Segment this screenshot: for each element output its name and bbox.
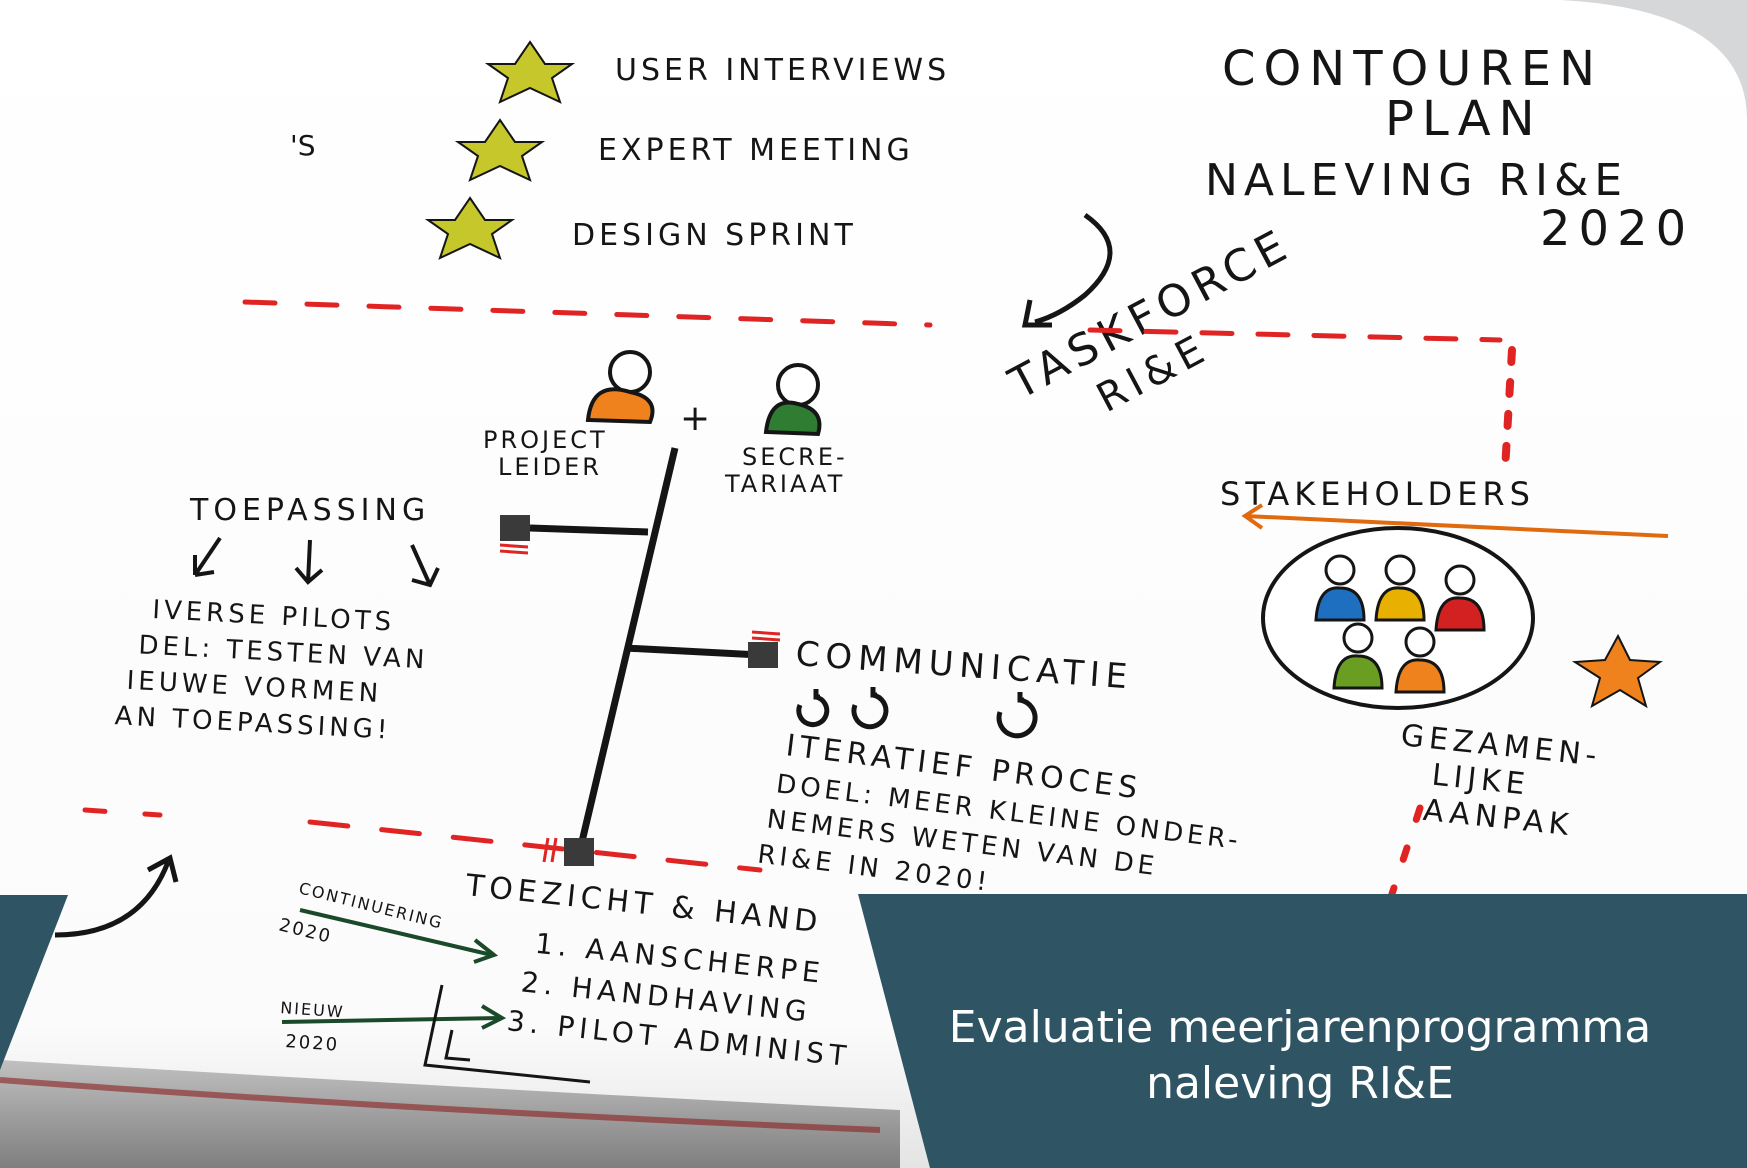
arrowhead-icon [1021,299,1052,328]
program-tree [529,447,761,851]
title-line: PLAN [1385,91,1543,147]
person-icon [1314,554,1366,622]
star-icon [484,40,576,104]
person-icon [763,400,822,437]
caption-title: Evaluatie meerjarenprogramma naleving RI… [900,1000,1700,1112]
red-marks [542,837,558,863]
paper-edge-shadow [0,1060,900,1168]
people-group [1314,554,1486,694]
role-label: SECRE- [742,443,848,471]
down-arrow-icon [193,536,222,577]
role-label: PROJECT [483,426,608,454]
node-square-icon [564,838,594,866]
star-icon [424,196,516,260]
star-icon [454,118,546,182]
teal-corner-shape [0,895,68,1070]
red-marks [751,630,781,642]
star-accent-icon [1571,633,1663,709]
role-label: TARIAAT [724,470,845,498]
nieuw-label: NIEUW [280,998,345,1021]
role-secretariaat: SECRE- TARIAAT [724,363,848,498]
down-arrow-icon [410,544,440,588]
role-label: LEIDER [498,453,602,481]
caption-line-1: Evaluatie meerjarenprogramma [948,1002,1652,1053]
arrow-line [1244,514,1669,538]
arrow-left-icon [1241,503,1264,530]
person-icon [1434,564,1486,632]
arrowhead-icon [146,854,179,883]
title-line: CONTOUREN [1222,41,1603,97]
plus-sign: + [680,398,710,439]
person-icon [1332,622,1384,690]
person-icon [1374,554,1426,622]
year-label: 2020 [285,1031,340,1056]
cycle-arrow-icon [996,692,1038,739]
methods-list: USER INTERVIEWS EXPERT MEETING DESIGN SP… [290,40,950,260]
person-icon [585,387,655,425]
title-line: 2020 [1540,201,1694,257]
sketch-title: CONTOUREN PLAN NALEVING RI&E 2020 [1205,41,1694,257]
curved-arrow-icon [54,861,171,938]
cycle-arrow-icon [796,689,830,728]
caption-line-2: naleving RI&E [1146,1058,1454,1109]
title-line: NALEVING RI&E [1205,155,1628,206]
cycle-arrow-icon [851,687,889,730]
role-project-leider: PROJECT LEIDER [483,350,655,481]
bracket-mark [423,984,591,1084]
method-label: DESIGN SPRINT [572,218,857,253]
arrow-right-icon [480,1004,507,1030]
person-icon [1394,626,1446,694]
down-arrow-icon [294,539,324,585]
node-square-icon [748,642,778,668]
edge-fragment: 'S [290,129,315,162]
dashed-divider-bottom [82,804,1424,904]
stakeholders-label: STAKEHOLDERS [1220,475,1535,513]
paper-edge-strip [0,1077,881,1133]
node-square-icon [500,515,530,541]
red-marks [499,543,529,555]
arrow-line [281,1016,501,1024]
curved-arrow-icon [1034,212,1113,325]
toepassing-label: TOEPASSING [189,493,430,528]
caption-panel [858,894,1747,1168]
method-label: USER INTERVIEWS [615,53,950,88]
method-label: EXPERT MEETING [598,133,914,168]
arrow-line [299,908,493,957]
dashed-divider-top [242,299,1516,474]
arrow-right-icon [473,938,499,964]
